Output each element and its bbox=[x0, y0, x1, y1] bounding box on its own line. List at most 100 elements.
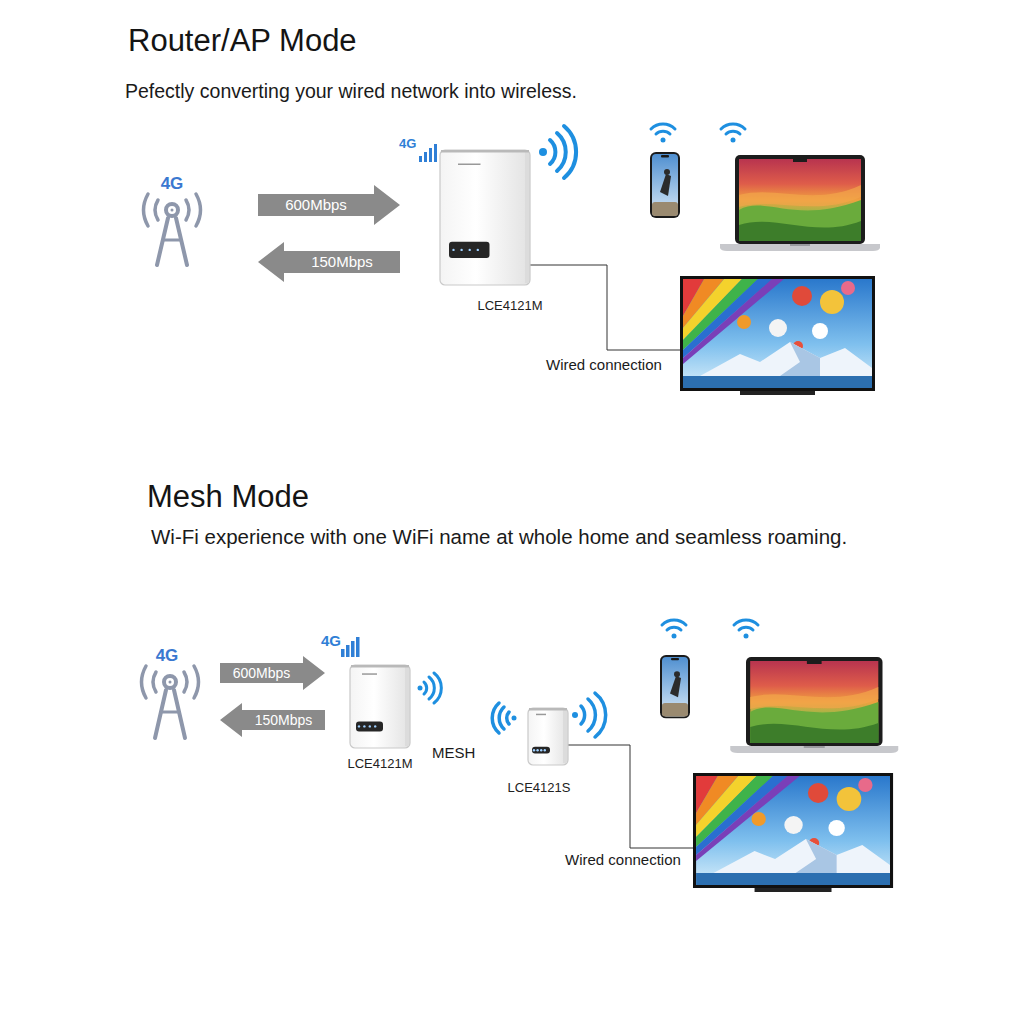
main-router-shape bbox=[449, 242, 490, 258]
main-router: LCE4121M bbox=[325, 630, 435, 775]
signal-bars bbox=[351, 641, 355, 657]
signal-bars bbox=[429, 148, 432, 162]
mode-heading: Mesh Mode bbox=[147, 479, 309, 515]
signal-bars bbox=[341, 637, 360, 657]
mesh-satellite-shape bbox=[532, 747, 550, 754]
cell-tower-shape bbox=[169, 681, 172, 684]
main-router-shape bbox=[400, 140, 550, 318]
wifi-icon bbox=[734, 620, 758, 638]
mode-heading: Router/AP Mode bbox=[128, 23, 357, 59]
cell-tower-shape bbox=[155, 690, 166, 738]
wire-label: Wired connection bbox=[546, 356, 662, 373]
cell-tower-shape bbox=[144, 194, 201, 265]
signal-bars bbox=[346, 645, 350, 657]
cell-tower-shape bbox=[196, 194, 201, 226]
router-wifi-waves bbox=[418, 686, 423, 691]
router-wifi-waves bbox=[564, 126, 576, 178]
laptop bbox=[730, 657, 898, 753]
cell-tower-shape bbox=[144, 194, 149, 226]
main-router-shape bbox=[469, 249, 471, 251]
main-router-shape bbox=[351, 665, 409, 668]
router-wifi-waves bbox=[539, 126, 576, 178]
wired-line bbox=[530, 265, 680, 350]
main-router-shape bbox=[452, 249, 454, 251]
cell-tower-label: 4G bbox=[152, 174, 192, 194]
main-router-shape bbox=[350, 665, 410, 748]
television bbox=[693, 773, 893, 892]
cell-tower-shape bbox=[171, 209, 174, 212]
router-wifi-waves bbox=[557, 133, 566, 171]
cell-tower-shape bbox=[194, 666, 199, 698]
mesh-satellite-shape bbox=[563, 710, 567, 763]
cell-tower-shape bbox=[184, 672, 187, 692]
mesh-satellite-shape bbox=[544, 749, 546, 751]
signal-label: 4G bbox=[399, 137, 416, 152]
satellite-wifi-waves bbox=[581, 706, 585, 724]
mesh-satellite-shape bbox=[536, 749, 538, 751]
main-router-shape bbox=[405, 667, 409, 746]
main-router-shape bbox=[440, 150, 530, 285]
satellite-wifi-waves bbox=[588, 699, 595, 731]
satellite-wifi-waves bbox=[499, 707, 504, 729]
main-router-shape bbox=[458, 164, 481, 166]
main-router-shape bbox=[356, 721, 383, 731]
signal-bars bbox=[356, 637, 360, 657]
main-router-label: LCE4121M bbox=[465, 299, 555, 314]
speed-label: 150Mbps bbox=[282, 253, 402, 271]
main-router: LCE4121M bbox=[400, 140, 550, 318]
cell-tower-shape bbox=[163, 239, 181, 242]
mesh-satellite-shape bbox=[528, 708, 568, 765]
signal-label: 4G bbox=[321, 632, 341, 649]
router-wifi-waves bbox=[424, 682, 427, 694]
smartphone bbox=[650, 152, 680, 218]
router-wifi-waves bbox=[539, 148, 547, 156]
subtitle: Pefectly converting your wired network i… bbox=[125, 80, 577, 102]
signal-bars bbox=[341, 649, 345, 657]
signal-bars bbox=[419, 144, 437, 162]
cell-tower-shape bbox=[142, 666, 199, 738]
cell-tower-shape bbox=[155, 200, 158, 220]
cell-tower-shape bbox=[142, 666, 147, 698]
wifi-icon bbox=[721, 124, 745, 142]
mesh-satellite-label: LCE4121S bbox=[497, 781, 581, 796]
laptop bbox=[720, 155, 880, 251]
wire-label: Wired connection bbox=[565, 851, 681, 868]
main-router-shape bbox=[460, 249, 462, 251]
mesh-satellite-shape bbox=[536, 714, 546, 716]
subtitle: Wi-Fi experience with one WiFi name at w… bbox=[151, 525, 847, 549]
router-wifi-waves bbox=[418, 673, 442, 703]
speed-label: 150Mbps bbox=[224, 712, 344, 729]
main-router-shape bbox=[374, 725, 376, 727]
smartphone bbox=[660, 655, 690, 718]
television bbox=[680, 276, 875, 395]
signal-bars bbox=[434, 144, 437, 162]
wired-line bbox=[568, 745, 693, 848]
signal-bars bbox=[424, 152, 427, 162]
satellite-wifi-waves bbox=[512, 716, 517, 721]
speed-label: 600Mbps bbox=[202, 665, 322, 682]
main-router-shape bbox=[477, 249, 479, 251]
main-router-shape bbox=[525, 152, 529, 283]
router-wifi-waves bbox=[429, 677, 434, 699]
satellite-wifi-waves bbox=[507, 712, 509, 724]
cell-tower-shape bbox=[186, 200, 189, 220]
cell-tower-shape bbox=[164, 676, 176, 688]
main-router-shape bbox=[441, 150, 529, 153]
main-router-shape bbox=[362, 673, 377, 675]
wifi-icon bbox=[651, 124, 675, 142]
main-router-shape bbox=[369, 725, 371, 727]
cell-tower-label: 4G bbox=[147, 646, 187, 666]
wifi-icon bbox=[662, 620, 686, 638]
cell-tower-shape bbox=[153, 672, 156, 692]
satellite-wifi-waves bbox=[572, 712, 578, 718]
mesh-satellite-shape bbox=[533, 749, 535, 751]
signal-bars bbox=[419, 156, 422, 162]
speed-label: 600Mbps bbox=[256, 196, 376, 214]
cell-tower-shape bbox=[128, 172, 258, 272]
satellite-wifi-waves bbox=[492, 703, 499, 733]
main-router-shape bbox=[325, 630, 435, 775]
main-router-shape bbox=[363, 725, 365, 727]
mesh-satellite-shape bbox=[540, 749, 542, 751]
